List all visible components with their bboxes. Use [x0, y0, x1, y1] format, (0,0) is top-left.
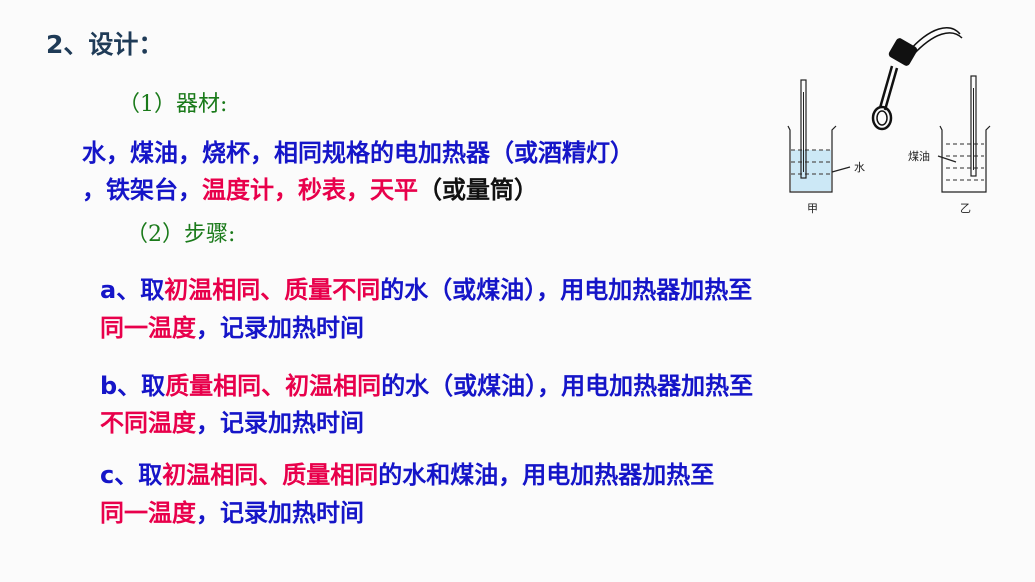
step-text: 的水和煤油，用电加热器加热至: [378, 461, 715, 489]
steps-heading: （2）步骤:: [126, 222, 236, 247]
step-b-line-1: b、取质量相同、初温相同的水（或煤油），用电加热器加热至: [100, 366, 753, 401]
page-title: 2、设计：: [46, 30, 164, 59]
materials-text: ，铁架台，: [82, 176, 202, 204]
step-highlight: 质量相同、初温相同: [165, 372, 382, 400]
electric-heater-icon: [871, 27, 963, 131]
label-right-beaker: 乙: [960, 202, 971, 215]
step-c-line-2: 同一温度，记录加热时间: [100, 493, 364, 528]
step-text: ，记录加热时间: [196, 499, 364, 527]
step-text: 的水（或煤油），用电加热器加热至: [381, 372, 754, 400]
step-text: b、取: [100, 372, 166, 400]
apparatus-illustration: 水 煤油 甲 乙: [787, 27, 991, 215]
materials-line-2: ，铁架台，温度计，秒表，天平（或量筒）: [82, 170, 538, 205]
step-highlight: 初温相同、质量不同: [164, 276, 381, 304]
step-text: a、取: [100, 276, 165, 304]
step-text: ，记录加热时间: [196, 314, 364, 342]
step-highlight: 不同温度: [100, 409, 196, 437]
step-a-line-1: a、取初温相同、质量不同的水（或煤油），用电加热器加热至: [100, 270, 752, 305]
step-highlight: 同一温度: [100, 314, 196, 342]
materials-line-1: 水，煤油，烧杯，相同规格的电加热器（或酒精灯）: [82, 139, 634, 167]
step-text: 的水（或煤油），用电加热器加热至: [380, 276, 753, 304]
materials-note: （或量筒）: [418, 176, 538, 204]
step-c-line-1: c、取初温相同、质量相同的水和煤油，用电加热器加热至: [100, 455, 714, 490]
materials-heading: （1）器材:: [118, 92, 228, 117]
label-left-beaker: 甲: [807, 202, 818, 215]
step-text: ，记录加热时间: [196, 409, 364, 437]
beaker-water-icon: [787, 79, 851, 193]
step-highlight: 同一温度: [100, 499, 196, 527]
step-b-line-2: 不同温度，记录加热时间: [100, 403, 364, 438]
label-water: 水: [854, 161, 865, 174]
step-text: c、取: [100, 461, 163, 489]
materials-highlight: 温度计，秒表，天平: [202, 176, 418, 204]
beaker-kerosene-icon: [937, 75, 991, 193]
label-kerosene: 煤油: [908, 149, 930, 163]
step-a-line-2: 同一温度，记录加热时间: [100, 308, 364, 343]
step-highlight: 初温相同、质量相同: [162, 461, 379, 489]
